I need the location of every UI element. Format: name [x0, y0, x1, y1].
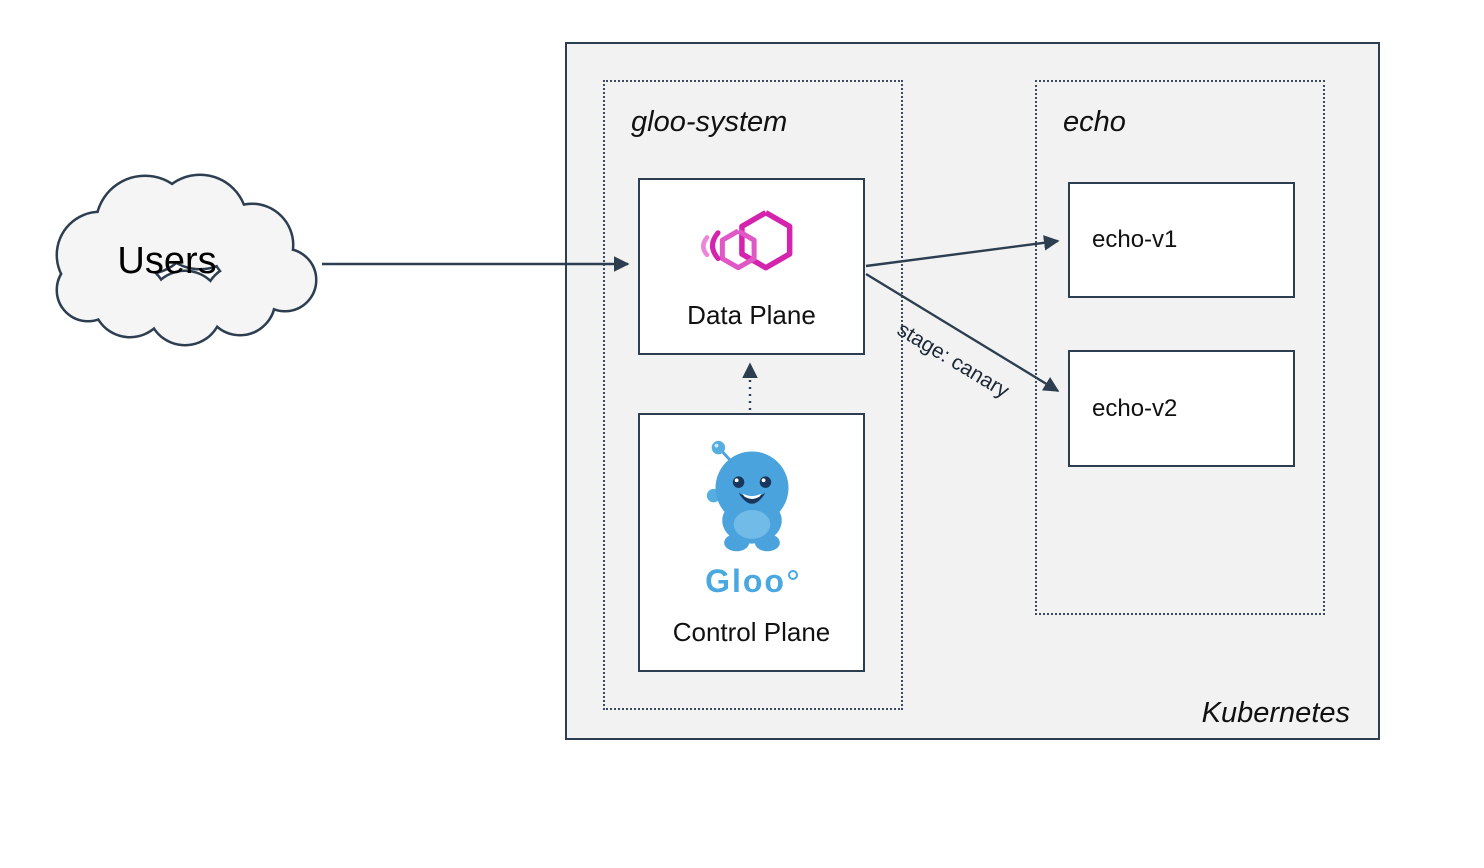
echo-v2-label: echo-v2 [1092, 394, 1178, 422]
control-plane-node: Gloo Control Plane [638, 413, 865, 672]
gloo-proxy-icon [696, 203, 808, 286]
data-plane-node: Data Plane [638, 178, 865, 355]
echo-v1-label: echo-v1 [1092, 226, 1178, 253]
echo-v2-node: echo-v2 [1068, 350, 1295, 467]
gloo-system-label: gloo-system [631, 106, 788, 138]
gloo-mascot-icon [692, 438, 812, 563]
gloo-wordmark: Gloo [705, 565, 798, 597]
echo-namespace-label: echo [1063, 106, 1126, 138]
kubernetes-label: Kubernetes [1201, 697, 1350, 729]
control-plane-label: Control Plane [672, 616, 831, 647]
gloo-system-namespace-box: gloo-system [603, 80, 903, 710]
data-plane-label: Data Plane [687, 299, 816, 330]
echo-v1-node: echo-v1 [1068, 182, 1295, 298]
echo-namespace-box: echo [1035, 80, 1325, 615]
users-label: Users [117, 240, 217, 282]
